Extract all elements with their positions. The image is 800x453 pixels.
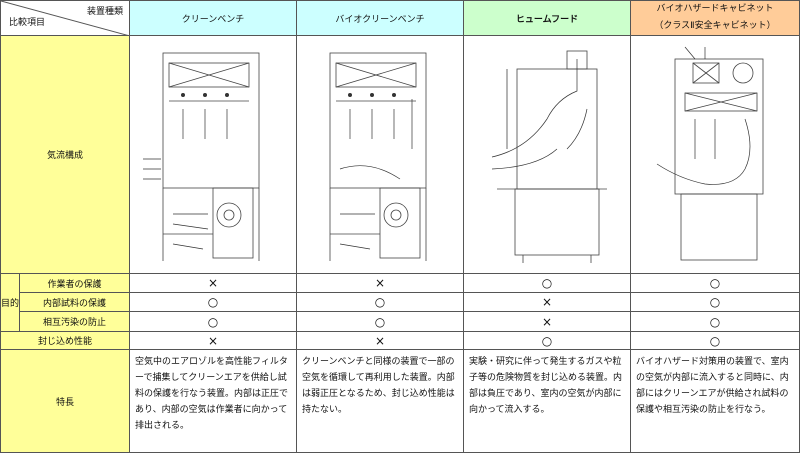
feature-text-clean-bench: 空気中のエアロゾルを高性能フィルターで捕集してクリーンエアを供給し試料の保護を行…: [130, 350, 297, 453]
containment-clean-bench: ×: [130, 332, 297, 350]
diagram-bio-clean-bench: [297, 36, 464, 274]
worker-protection-fume-hood: ○: [464, 274, 631, 293]
column-header-fume-hood: ヒュームフード: [464, 0, 631, 36]
sample-protection-biohazard-cabinet: ○: [631, 293, 800, 312]
column-header-bio-clean-bench: バイオクリーンベンチ: [297, 0, 464, 36]
diagram-fume-hood: [464, 36, 631, 274]
row-group-label-purpose: 目的: [0, 274, 20, 332]
cross-contamination-biohazard-cabinet: ○: [631, 312, 800, 332]
column-header-biohazard-cabinet: バイオハザードキャビネット （クラスⅡ安全キャビネット）: [631, 0, 800, 36]
airflow-diagram-clean-bench: [143, 52, 260, 261]
airflow-diagram-bio-clean-bench: [329, 52, 427, 261]
cross-contamination-bio-clean-bench: ○: [297, 312, 464, 332]
corner-bottom-label: 比較項目: [9, 18, 46, 28]
airflow-diagram-biohazard-cabinet: [656, 46, 764, 260]
row-label-worker-protection: 作業者の保護: [20, 274, 130, 293]
cross-contamination-clean-bench: ○: [130, 312, 297, 332]
corner-cell: 装置種類 比較項目: [0, 0, 130, 36]
row-label-features: 特長: [0, 350, 130, 453]
diagram-biohazard-cabinet: [631, 36, 800, 274]
diagram-clean-bench: [130, 36, 297, 274]
airflow-diagram-fume-hood: [491, 50, 607, 263]
worker-protection-bio-clean-bench: ×: [297, 274, 464, 293]
sample-protection-fume-hood: ×: [464, 293, 631, 312]
feature-text-biohazard-cabinet: バイオハザード対策用の装置で、室内の空気が内部に流入すると同時に、内部にはクリー…: [631, 350, 800, 453]
feature-text-fume-hood: 実験・研究に伴って発生するガスや粒子等の危険物質を封じ込める装置。内部は負圧であ…: [464, 350, 631, 453]
containment-biohazard-cabinet: ○: [631, 332, 800, 350]
column-header-clean-bench: クリーンベンチ: [130, 0, 297, 36]
feature-text-bio-clean-bench: クリーンベンチと同様の装置で一部の空気を循環して再利用した装置。内部は弱正圧とな…: [297, 350, 464, 453]
row-label-airflow: 気流構成: [0, 36, 130, 274]
worker-protection-clean-bench: ×: [130, 274, 297, 293]
row-label-sample-protection: 内部試料の保護: [20, 293, 130, 312]
corner-top-label: 装置種類: [86, 7, 123, 17]
corner-diagonal: [1, 1, 130, 36]
containment-fume-hood: ○: [464, 332, 631, 350]
row-label-containment: 封じ込め性能: [0, 332, 130, 350]
sample-protection-bio-clean-bench: ○: [297, 293, 464, 312]
sample-protection-clean-bench: ○: [130, 293, 297, 312]
row-label-cross-contamination: 相互汚染の防止: [20, 312, 130, 332]
containment-bio-clean-bench: ×: [297, 332, 464, 350]
worker-protection-biohazard-cabinet: ○: [631, 274, 800, 293]
cross-contamination-fume-hood: ×: [464, 312, 631, 332]
